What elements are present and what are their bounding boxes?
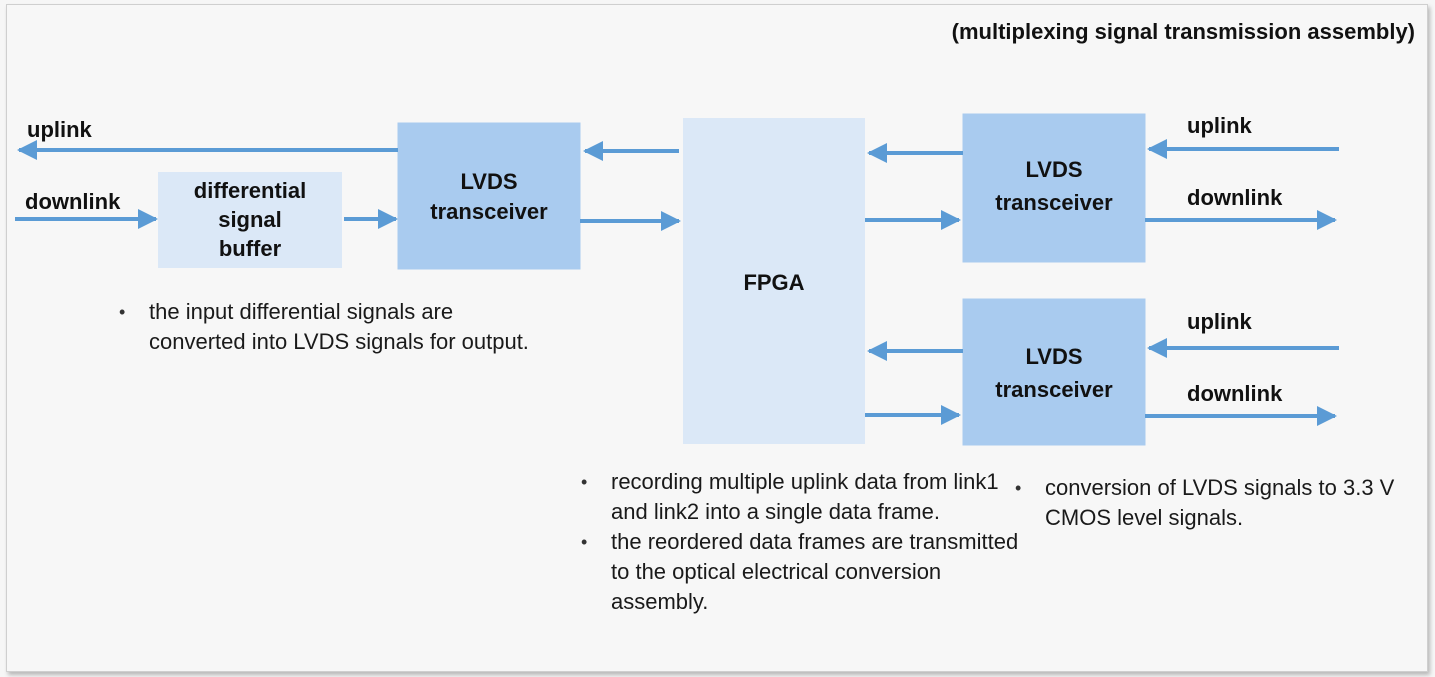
block-diagram: (multiplexing signal transmission assemb… <box>15 19 1415 446</box>
lvds-transceiver-right-bottom-block: LVDS transceiver <box>962 298 1146 446</box>
buffer-label-line-3: buffer <box>219 236 282 261</box>
fpga-note-item-2: the reordered data frames are transmitte… <box>581 527 1031 617</box>
diagram-heading: (multiplexing signal transmission assemb… <box>952 19 1415 44</box>
buffer-label-line-1: differential <box>194 178 306 203</box>
differential-signal-buffer-block: differential signal buffer <box>158 172 342 268</box>
lvds-right-bottom-label-line-2: transceiver <box>995 377 1113 402</box>
lvds-left-label-line-1: LVDS <box>460 169 517 194</box>
left-uplink-label: uplink <box>27 117 93 142</box>
fpga-note-item-1: recording multiple uplink data from link… <box>581 467 1031 527</box>
buffer-note-list: the input differential signals are conve… <box>117 297 529 357</box>
lvds-left-label-line-2: transceiver <box>430 199 548 224</box>
lvds-right-bottom-label-line-1: LVDS <box>1025 344 1082 369</box>
lvds-note-list: conversion of LVDS signals to 3.3 V CMOS… <box>1013 473 1435 533</box>
right-bottom-downlink-label: downlink <box>1187 381 1283 406</box>
right-top-downlink-label: downlink <box>1187 185 1283 210</box>
right-top-uplink-label: uplink <box>1187 113 1253 138</box>
diagram-frame: (multiplexing signal transmission assemb… <box>6 4 1428 672</box>
lvds-transceiver-left-block: LVDS transceiver <box>397 122 581 270</box>
lvds-note-item: conversion of LVDS signals to 3.3 V CMOS… <box>1015 473 1435 533</box>
fpga-block: FPGA <box>683 118 865 444</box>
buffer-label-line-2: signal <box>218 207 282 232</box>
fpga-note-list: recording multiple uplink data from link… <box>579 467 1031 617</box>
lvds-right-top-label-line-1: LVDS <box>1025 157 1082 182</box>
left-downlink-label: downlink <box>25 189 121 214</box>
right-bottom-uplink-label: uplink <box>1187 309 1253 334</box>
fpga-label: FPGA <box>743 270 804 295</box>
buffer-note-item: the input differential signals are conve… <box>119 297 529 357</box>
lvds-transceiver-right-top-block: LVDS transceiver <box>962 113 1146 263</box>
lvds-right-top-label-line-2: transceiver <box>995 190 1113 215</box>
